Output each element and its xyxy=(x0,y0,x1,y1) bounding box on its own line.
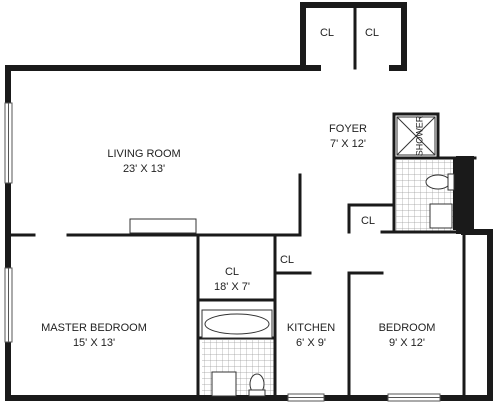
windows xyxy=(4,102,441,402)
foyer-size: 7' X 12' xyxy=(330,138,366,150)
closet-top-right-label: CL xyxy=(365,27,379,39)
closet-bath-label: CL xyxy=(361,215,375,227)
hall-closet-size: 18' X 7' xyxy=(214,281,250,293)
hall-closet-name: CL xyxy=(225,266,239,278)
kitchen-name: KITCHEN xyxy=(287,322,335,334)
chase-block xyxy=(456,156,474,234)
bedroom-name: BEDROOM xyxy=(379,322,436,334)
bedroom-size: 9' X 12' xyxy=(389,337,425,349)
master-bedroom-name: MASTER BEDROOM xyxy=(41,322,147,334)
sink-right xyxy=(429,203,453,229)
closet-kitchen-label: CL xyxy=(280,254,294,266)
shower xyxy=(396,116,436,156)
living-room-size: 23' X 13' xyxy=(123,163,165,175)
bath-edge xyxy=(453,158,457,230)
interior-walls xyxy=(8,6,477,400)
bathtub xyxy=(201,309,273,339)
kitchen-size: 6' X 9' xyxy=(296,337,326,349)
closet-top-left-label: CL xyxy=(320,27,334,39)
foyer-name: FOYER xyxy=(329,123,367,135)
vanity-left xyxy=(211,371,237,397)
living-room-name: LIVING ROOM xyxy=(107,148,180,160)
fireplace xyxy=(129,218,197,234)
toilet-left xyxy=(248,373,266,397)
shower-label: SHOWER xyxy=(414,115,424,156)
master-bedroom-size: 15' X 13' xyxy=(73,337,115,349)
toilet-right xyxy=(425,173,455,191)
